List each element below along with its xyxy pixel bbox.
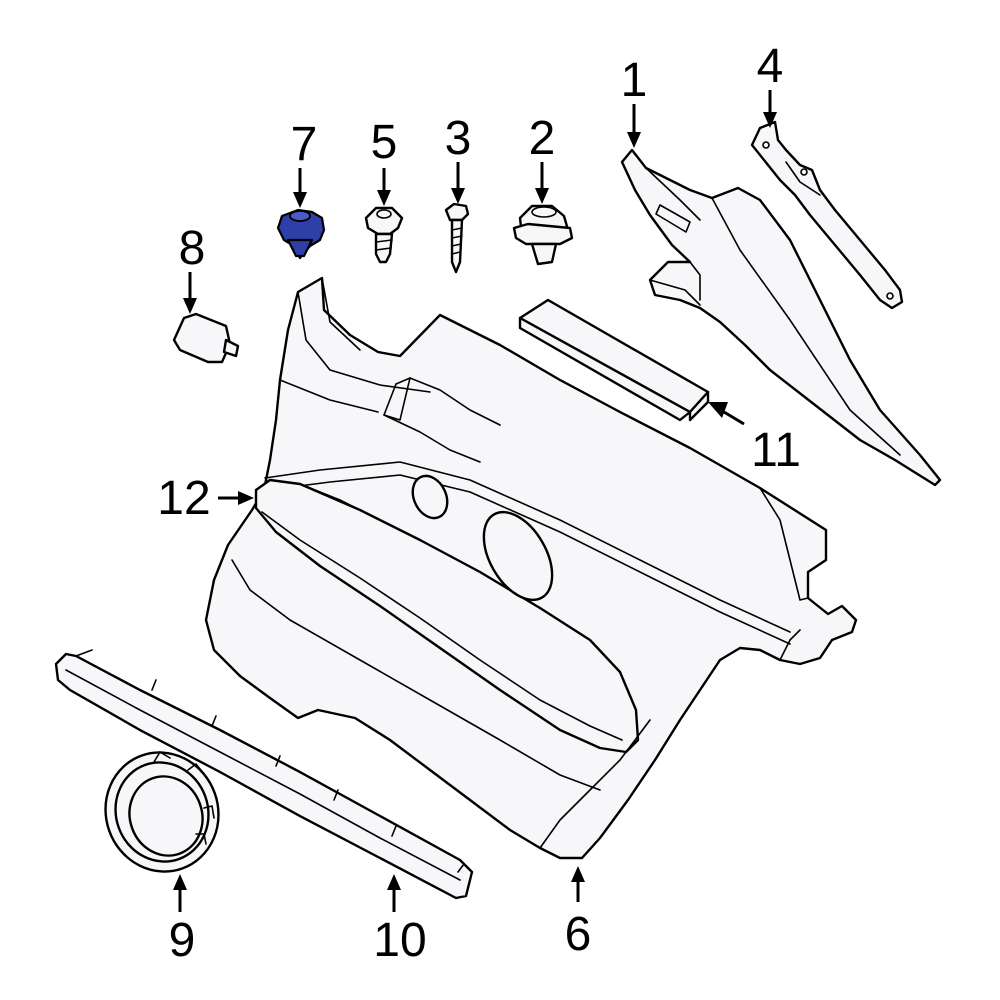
callout-3: 3 — [445, 112, 472, 165]
callout-9: 9 — [169, 914, 196, 967]
callout-12: 12 — [157, 472, 210, 525]
part-6-door-panel[interactable] — [204, 276, 858, 860]
part-2-grommet[interactable] — [512, 204, 574, 266]
callout-10: 10 — [373, 914, 426, 967]
callout-6: 6 — [565, 908, 592, 961]
part-7-push-clip[interactable] — [276, 208, 326, 260]
part-5-screw[interactable] — [364, 206, 404, 264]
part-9-speaker-grille[interactable] — [89, 736, 235, 887]
callout-arrows — [173, 90, 777, 912]
callout-4: 4 — [757, 40, 784, 93]
callout-5: 5 — [371, 116, 398, 169]
callout-7: 7 — [291, 118, 318, 171]
part-8-plug[interactable] — [172, 312, 240, 364]
callout-2: 2 — [529, 112, 556, 165]
callout-1: 1 — [621, 54, 648, 107]
part-3-screw[interactable] — [444, 202, 470, 274]
callout-8: 8 — [179, 222, 206, 275]
callout-11: 11 — [751, 424, 801, 477]
part-11-pad[interactable] — [518, 298, 710, 422]
part-1-quarter-trim[interactable] — [620, 148, 942, 487]
part-4-bracket[interactable] — [750, 120, 904, 310]
part-10-lower-strip[interactable] — [54, 649, 474, 900]
